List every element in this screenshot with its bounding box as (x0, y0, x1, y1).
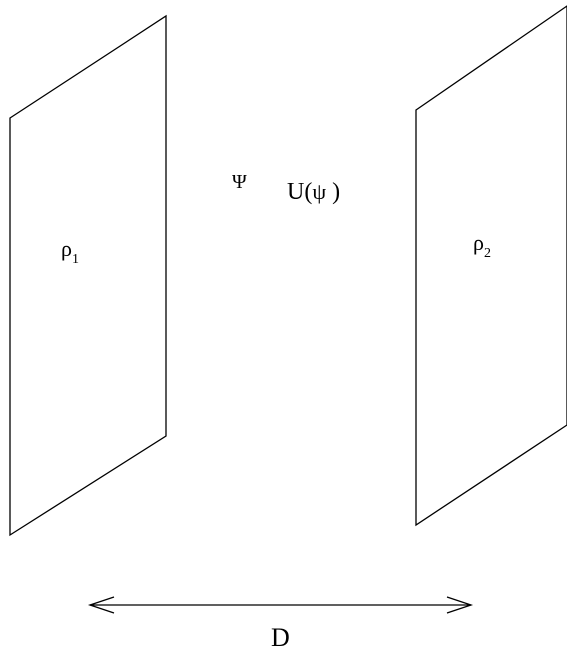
potential-prefix: U( (287, 179, 312, 205)
rho2-base: ρ (473, 230, 484, 255)
distance-arrow (87, 596, 474, 614)
distance-label: D (271, 623, 290, 652)
distance-arrow-left-head (87, 596, 115, 614)
left-plate (9, 14, 167, 537)
potential-symbol: ψ (312, 179, 326, 204)
rho1-base: ρ (61, 236, 72, 261)
right-plate (415, 5, 567, 527)
rho1-label: ρ1 (61, 236, 79, 267)
rho2-label: ρ2 (473, 230, 491, 261)
distance-arrow-right-head (446, 596, 474, 614)
potential-suffix: ) (326, 179, 340, 205)
psi-label: Ψ (232, 171, 247, 193)
rho1-subscript: 1 (72, 252, 79, 267)
rho2-subscript: 2 (484, 246, 491, 261)
potential-label: U(ψ ) (287, 179, 340, 205)
